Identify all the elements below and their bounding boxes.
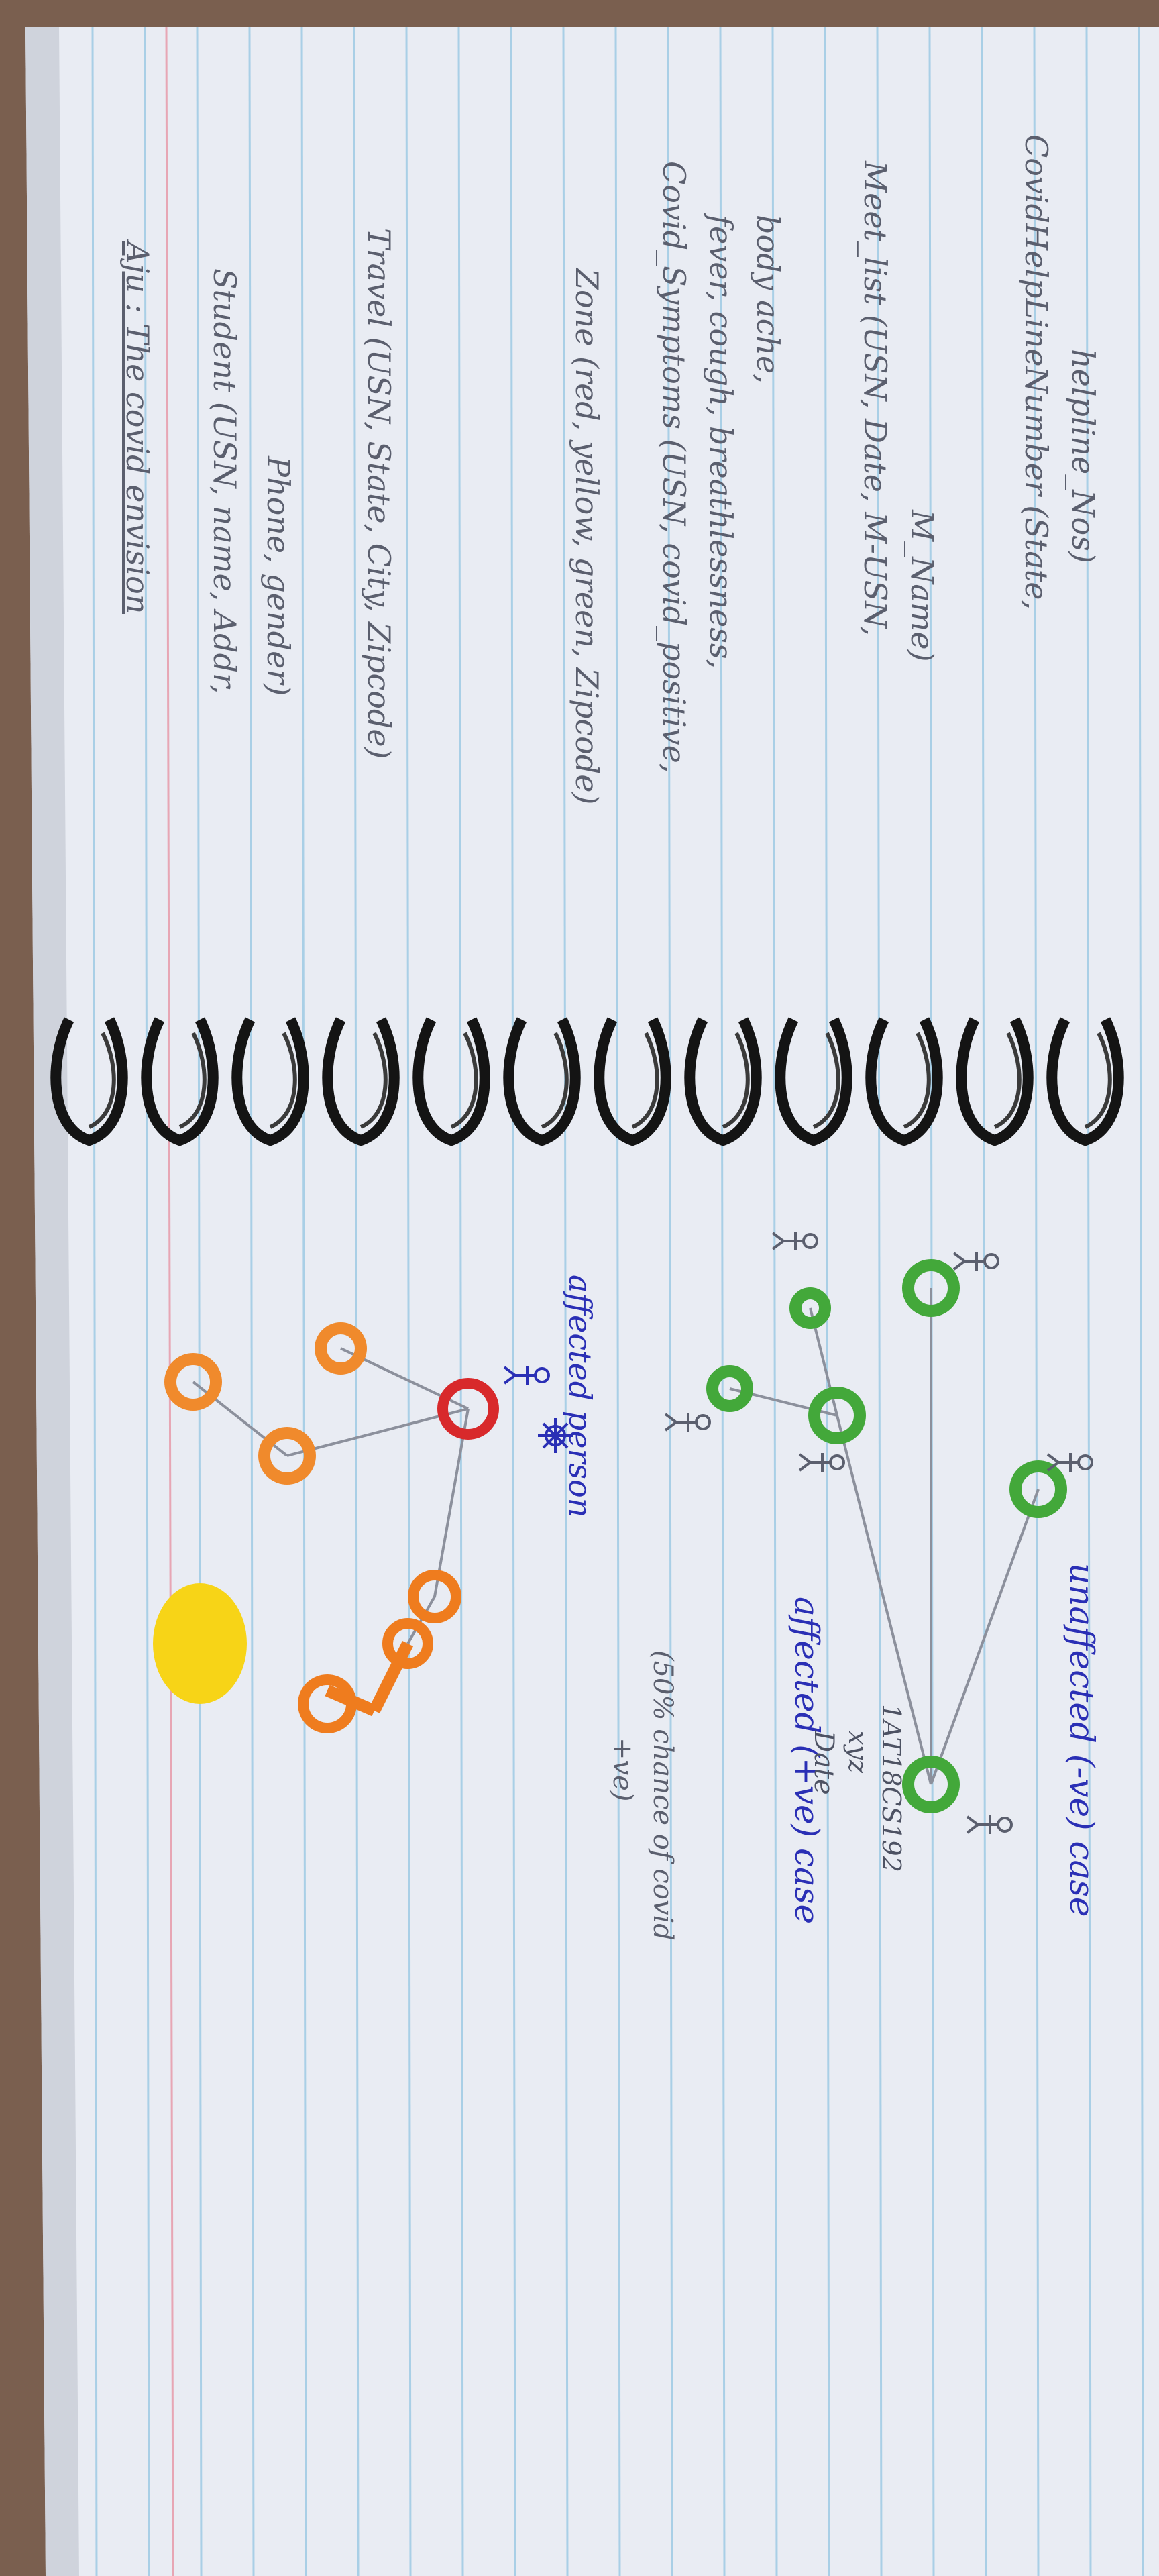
notebook-scene: Aju : The covid envision Student (USN, n… (25, 26, 1159, 2576)
pencil-icon (644, 2408, 1159, 2549)
